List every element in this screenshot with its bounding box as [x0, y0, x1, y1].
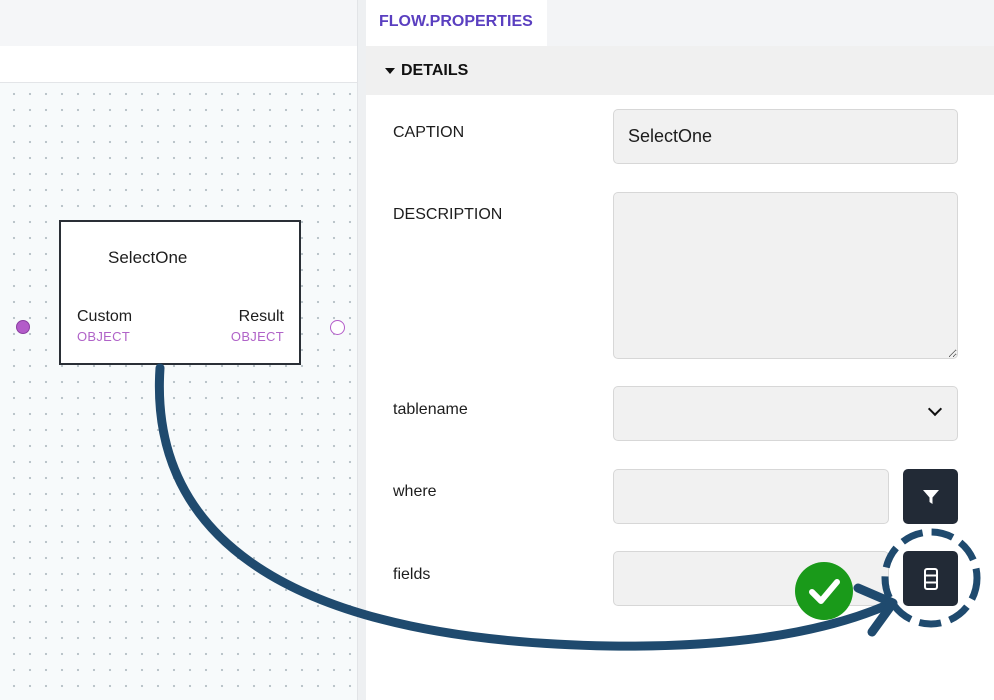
node-output-port-dot[interactable] — [330, 320, 345, 335]
description-label: DESCRIPTION — [393, 206, 503, 223]
filter-icon — [922, 489, 939, 504]
tablename-select[interactable] — [613, 386, 958, 441]
where-input[interactable] — [613, 469, 889, 524]
columns-list-icon — [923, 567, 938, 590]
tab-flow-properties[interactable]: FLOW.PROPERTIES — [366, 0, 547, 46]
canvas-header-bar — [0, 46, 357, 83]
fields-select-button[interactable] — [903, 551, 958, 606]
panel-splitter[interactable] — [357, 0, 366, 700]
node-title: SelectOne — [108, 248, 188, 267]
output-port-type: OBJECT — [230, 329, 284, 344]
output-port-label: Result — [238, 308, 284, 325]
tablename-label: tablename — [393, 401, 468, 418]
caret-down-icon — [385, 68, 395, 74]
canvas-toolbar-area — [0, 0, 357, 46]
checkmark-icon — [809, 579, 840, 604]
details-section-toggle[interactable]: DETAILS — [366, 46, 994, 95]
flow-canvas[interactable] — [0, 83, 357, 700]
flow-node-selectone[interactable]: SelectOne Custom OBJECT Result OBJECT — [59, 220, 301, 365]
description-textarea[interactable] — [613, 192, 958, 359]
input-port-type: OBJECT — [77, 329, 131, 344]
where-filter-button[interactable] — [903, 469, 958, 524]
chevron-down-icon — [927, 401, 943, 417]
section-title: DETAILS — [401, 62, 469, 79]
fields-label: fields — [393, 566, 431, 583]
caption-input[interactable] — [613, 109, 958, 164]
input-port-label: Custom — [77, 308, 133, 325]
panel-tab-bar: FLOW.PROPERTIES — [366, 0, 994, 46]
properties-panel: FLOW.PROPERTIES DETAILS CAPTION DESCRIPT… — [366, 0, 994, 700]
node-input-port-dot[interactable] — [16, 320, 30, 334]
checkmark-badge — [795, 562, 853, 620]
where-label: where — [393, 483, 437, 500]
caption-label: CAPTION — [393, 124, 465, 141]
